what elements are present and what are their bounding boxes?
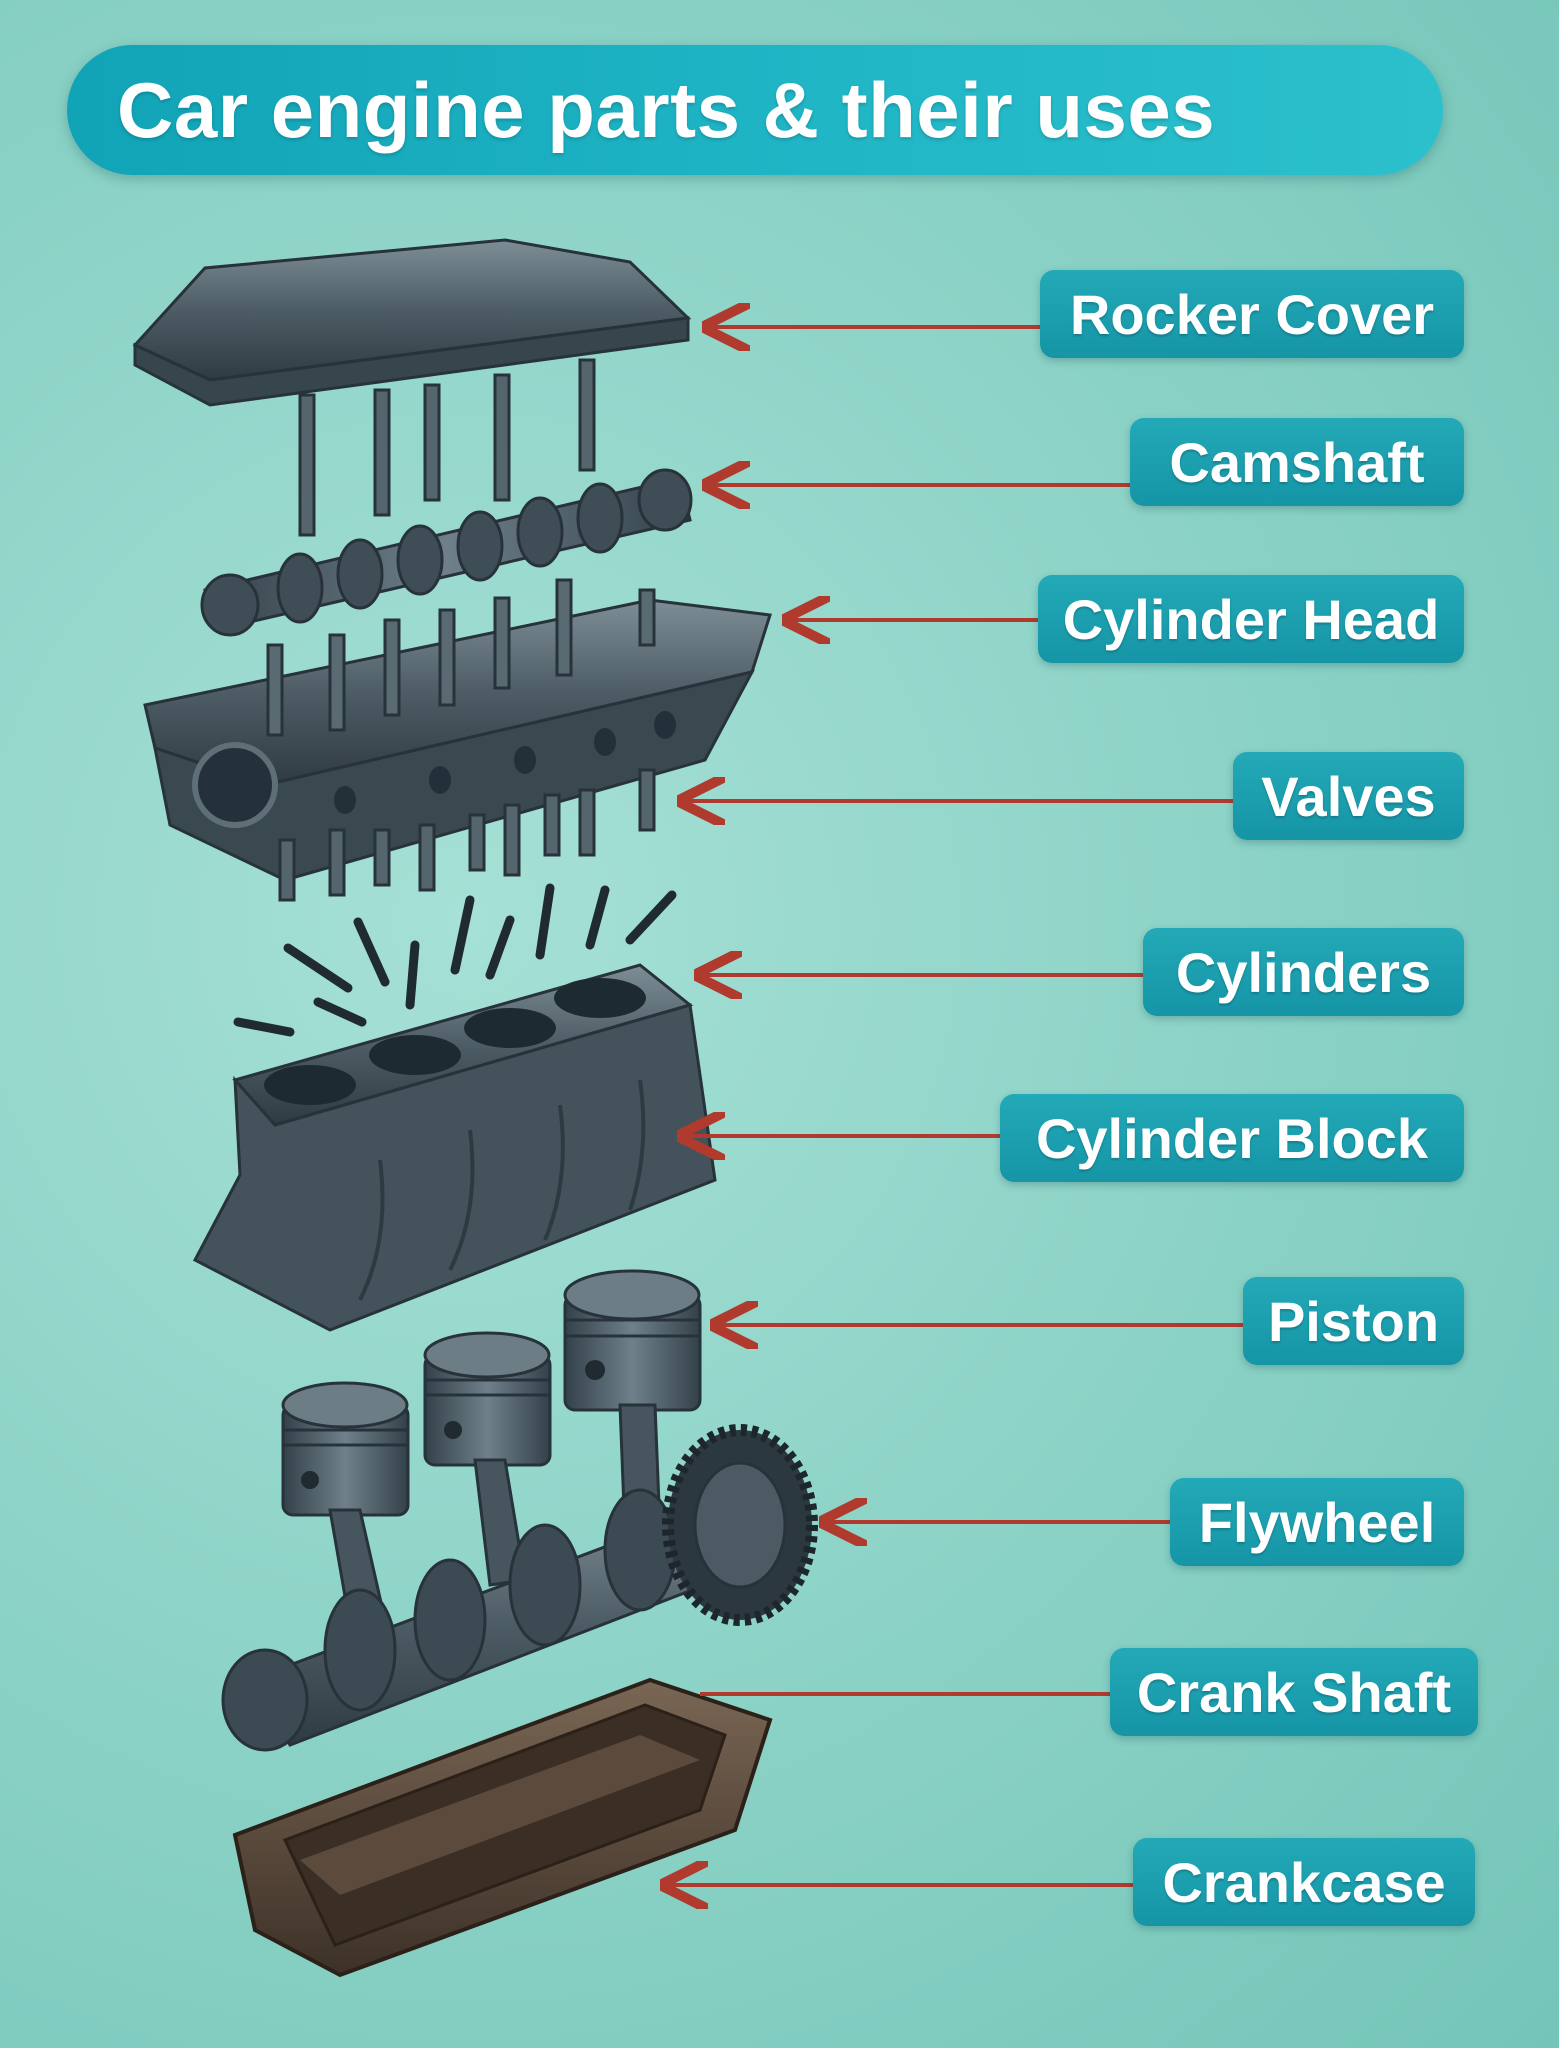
cylinder-head-illustration: [143, 578, 772, 882]
label-camshaft: Camshaft: [1130, 418, 1464, 506]
pointer-arrows: [668, 327, 1243, 1885]
crankcase-illustration: [232, 1677, 773, 1978]
label-cylinder-block: Cylinder Block: [1000, 1094, 1464, 1182]
page-title: Car engine parts & their uses: [117, 65, 1216, 154]
valves-illustration: [278, 768, 656, 902]
label-flywheel: Flywheel: [1170, 1478, 1464, 1566]
camshaft-illustration: [200, 468, 693, 637]
label-cylinders: Cylinders: [1143, 928, 1464, 1016]
title-banner: Car engine parts & their uses: [67, 45, 1443, 175]
label-rocker-cover: Rocker Cover: [1040, 270, 1464, 358]
cylinders-illustration: [233, 883, 677, 1037]
label-crankcase: Crankcase: [1133, 1838, 1475, 1926]
label-piston: Piston: [1243, 1277, 1464, 1365]
rocker-cover-illustration: [132, 238, 692, 537]
label-cylinder-head: Cylinder Head: [1038, 575, 1464, 663]
cylinder-block-illustration: [192, 963, 717, 1332]
label-valves: Valves: [1233, 752, 1464, 840]
crank-shaft-illustration: [221, 1403, 773, 1752]
flywheel-illustration: [662, 1424, 818, 1626]
label-crank-shaft: Crank Shaft: [1110, 1648, 1478, 1736]
